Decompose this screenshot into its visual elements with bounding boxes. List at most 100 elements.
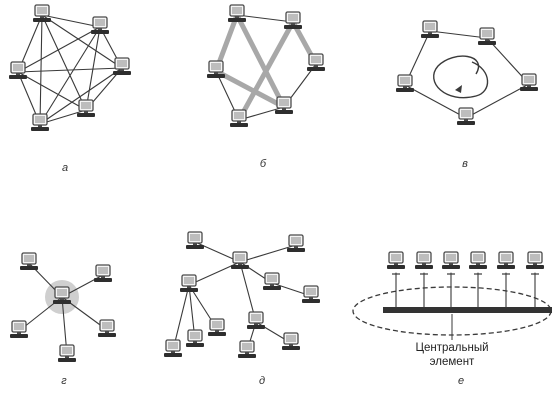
screen: [234, 112, 244, 119]
keyboard: [31, 127, 49, 131]
keyboard: [421, 34, 439, 38]
keyboard: [20, 266, 38, 270]
stand: [238, 263, 242, 265]
central-element-label-line2: элемент: [429, 356, 475, 368]
circular-arrow-icon: [433, 55, 489, 99]
keyboard: [231, 265, 249, 269]
keyboard: [113, 71, 131, 75]
keyboard: [53, 300, 71, 304]
computer-icon: [164, 339, 182, 357]
mesh-link: [17, 26, 101, 73]
screen: [168, 342, 178, 349]
stand: [27, 264, 31, 266]
bus-bar: [383, 307, 552, 313]
computer-icon: [387, 251, 405, 269]
screen: [286, 335, 296, 342]
screen: [242, 343, 252, 350]
screen: [212, 321, 222, 328]
screen: [235, 254, 245, 261]
computer-icon: [10, 320, 28, 338]
keyboard: [164, 353, 182, 357]
stand: [289, 344, 293, 346]
stand: [314, 65, 318, 67]
stand: [294, 246, 298, 248]
stand: [215, 330, 219, 332]
computer-icon: [442, 251, 460, 269]
keyboard: [98, 333, 116, 337]
keyboard: [275, 110, 293, 114]
stand: [533, 263, 537, 265]
stand: [282, 108, 286, 110]
computer-icon: [180, 274, 198, 292]
screen: [211, 63, 221, 70]
computer-icon: [478, 27, 496, 45]
screen: [117, 60, 127, 67]
keyboard: [263, 286, 281, 290]
thick-link: [236, 19, 296, 123]
mesh-link: [39, 26, 101, 125]
computer-icon: [497, 251, 515, 269]
stand: [40, 16, 44, 18]
keyboard: [442, 265, 460, 269]
stand: [476, 263, 480, 265]
screen: [57, 289, 67, 296]
central-element-label: Центральный элемент: [392, 341, 512, 369]
stand: [394, 263, 398, 265]
computer-icon: [284, 11, 302, 29]
mesh-link: [17, 67, 123, 73]
screen: [501, 254, 511, 261]
computer-icon: [282, 332, 300, 350]
stand: [245, 352, 249, 354]
stand: [254, 323, 258, 325]
stand: [193, 243, 197, 245]
tree-link: [172, 284, 190, 351]
keyboard: [230, 123, 248, 127]
screen: [81, 102, 91, 109]
screen: [98, 267, 108, 274]
computer-icon: [9, 61, 27, 79]
computer-icon: [186, 329, 204, 347]
caption-partial-ring: б: [259, 158, 267, 170]
screen: [391, 254, 401, 261]
mesh-link: [39, 109, 87, 125]
computer-icon: [302, 285, 320, 303]
caption-bus: е: [457, 375, 465, 387]
tree-link: [239, 244, 297, 263]
keyboard: [186, 245, 204, 249]
caption-mesh: а: [61, 162, 69, 174]
computer-icon: [186, 231, 204, 249]
computer-icon: [238, 340, 256, 358]
computer-icon: [230, 109, 248, 127]
screen: [37, 7, 47, 14]
screen: [306, 288, 316, 295]
mesh-link: [17, 71, 87, 111]
stand: [270, 284, 274, 286]
computer-icon: [457, 107, 475, 125]
computer-icon: [33, 4, 51, 22]
stand: [403, 86, 407, 88]
computer-icon: [228, 4, 246, 22]
keyboard: [238, 354, 256, 358]
computer-icon: [31, 113, 49, 131]
computer-icon: [207, 60, 225, 78]
keyboard: [478, 41, 496, 45]
ring-link: [236, 14, 294, 23]
screen: [461, 110, 471, 117]
keyboard: [207, 74, 225, 78]
stand: [60, 298, 64, 300]
screen: [291, 237, 301, 244]
keyboard: [497, 265, 515, 269]
keyboard: [180, 288, 198, 292]
keyboard: [94, 278, 112, 282]
stand: [291, 23, 295, 25]
screen: [311, 56, 321, 63]
stand: [237, 121, 241, 123]
computer-icon: [526, 251, 544, 269]
keyboard: [77, 113, 95, 117]
stand: [171, 351, 175, 353]
screen: [446, 254, 456, 261]
stand: [38, 125, 42, 127]
mesh-link: [41, 14, 101, 28]
